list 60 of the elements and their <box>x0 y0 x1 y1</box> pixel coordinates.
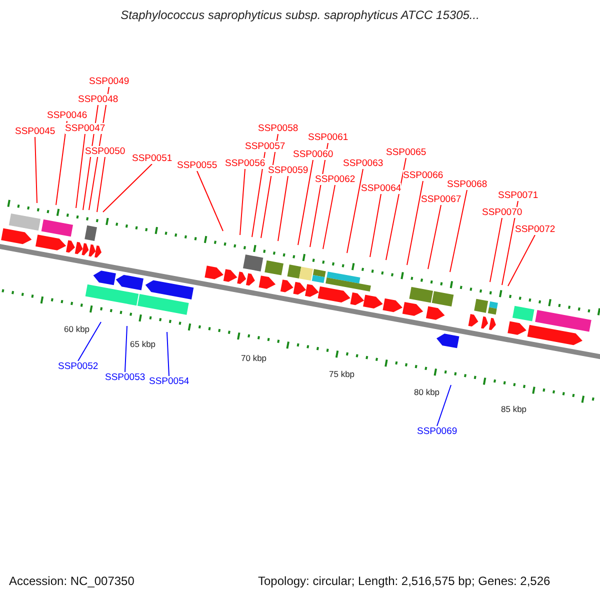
scale-label: 75 kbp <box>329 369 355 380</box>
gene-label: SSP0056 <box>225 158 266 169</box>
gene-label: SSP0046 <box>47 110 88 121</box>
scale-label: 80 kbp <box>414 387 440 398</box>
gene-label: SSP0055 <box>177 160 218 171</box>
leader-line <box>56 120 68 206</box>
leader-line <box>34 136 38 204</box>
leader-line <box>166 332 170 376</box>
scale-label: 85 kbp <box>501 404 527 415</box>
gene-label: SSP0062 <box>315 174 356 185</box>
leader-line <box>78 322 102 362</box>
gene-label: SSP0064 <box>361 183 402 194</box>
gene-label: SSP0052 <box>58 361 98 372</box>
gene-label: SSP0059 <box>268 165 308 176</box>
leader-line <box>490 218 502 282</box>
leader-line <box>406 180 424 266</box>
leader-line <box>96 156 106 212</box>
gene-label: SSP0070 <box>482 207 522 218</box>
footer-text: Accession: NC_007350 <box>9 576 134 587</box>
leader-line <box>124 326 128 372</box>
leader-line <box>240 168 246 236</box>
leader-line <box>502 200 518 286</box>
gene-label: SSP0071 <box>498 190 538 201</box>
gene-label: SSP0068 <box>447 179 488 190</box>
leader-line <box>436 384 452 426</box>
leader-line <box>102 164 152 212</box>
gene-label: SSP0048 <box>78 94 118 105</box>
gene-label: SSP0072 <box>515 224 556 235</box>
gene-label: SSP0051 <box>132 153 172 164</box>
leader-line <box>428 204 442 270</box>
gene-label: SSP0063 <box>343 158 384 169</box>
gene-label: SSP0066 <box>403 170 444 181</box>
leader-line <box>278 176 288 242</box>
gene-label: SSP0067 <box>421 194 462 205</box>
leader-line <box>196 170 224 232</box>
gene-label: SSP0047 <box>65 123 106 134</box>
scale-label: 60 kbp <box>64 324 90 335</box>
leader-line <box>370 194 382 258</box>
leader-line <box>508 234 536 286</box>
gene-label: SSP0050 <box>85 146 126 157</box>
gene-label: SSP0069 <box>417 426 458 437</box>
scale-label: 65 kbp <box>130 339 156 350</box>
leader-line <box>322 184 336 250</box>
gene-label: SSP0065 <box>386 147 426 158</box>
footer-text: Topology: circular; Length: 2,516,575 bp; Genes: 2,526 <box>258 576 550 587</box>
gene-label: SSP0054 <box>149 376 190 387</box>
gene-label: SSP0057 <box>245 141 286 152</box>
leader-line <box>450 190 468 272</box>
scale-label: 70 kbp <box>241 353 267 364</box>
gene-label: SSP0061 <box>308 132 348 143</box>
gene-label: SSP0058 <box>258 123 298 134</box>
leader-line <box>252 152 266 238</box>
leader-line <box>298 160 314 246</box>
gene-label: SSP0049 <box>89 76 130 87</box>
leader-line <box>386 158 406 260</box>
gene-label: SSP0060 <box>293 149 334 160</box>
leader-line <box>76 134 86 208</box>
leader-line <box>346 168 364 254</box>
gene-label: SSP0053 <box>105 372 146 383</box>
gene-label: SSP0045 <box>15 126 56 137</box>
